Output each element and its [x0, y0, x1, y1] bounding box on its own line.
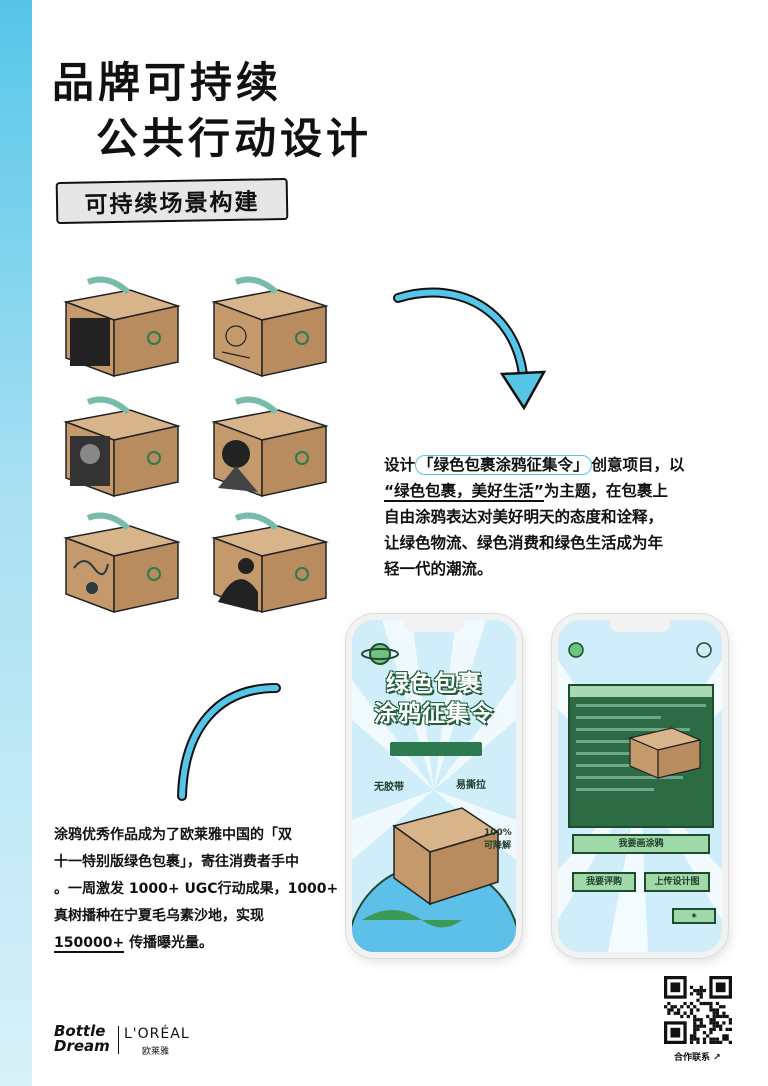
desc2-line2: 十一特别版绿色包裹」，寄往消费者手中: [54, 854, 299, 870]
qr-code-icon[interactable]: [664, 976, 732, 1044]
phone1-badge: [390, 742, 482, 756]
desc1-line3: 自由涂鸦表达对美好明天的态度和诠释，: [384, 508, 664, 526]
desc2-line4: 真树播种在宁夏毛乌素沙地，实现: [54, 908, 264, 924]
curved-arrow-icon: [393, 287, 547, 411]
eye-icon[interactable]: ◉: [672, 908, 716, 924]
phone1-label-degradable: 100% 可降解: [484, 828, 512, 851]
phone1-label-easy-tear: 易撕拉: [456, 780, 486, 791]
desc2-exposure-count: 150000+: [54, 935, 125, 953]
desc2-line1: 涂鸦优秀作品成为了欧莱雅中国的「双: [54, 827, 292, 843]
results-description: 涂鸦优秀作品成为了欧莱雅中国的「双 十一特别版绿色包裹」，寄往消费者手中 。一周…: [54, 822, 344, 957]
phone1-title-line2: 涂鸦征集令: [374, 701, 494, 727]
loreal-logo-cn: 欧莱雅: [142, 1047, 170, 1057]
desc1-line2-rest: 为主题，在包裹上: [543, 482, 668, 500]
upload-design-button[interactable]: 上传设计图: [644, 872, 710, 892]
phone2-box-illustration: [628, 727, 702, 779]
phone2-terminal-panel: [568, 684, 714, 828]
project-description: 设计「绿色包裹涂鸦征集令」创意项目，以 “绿色包裹，美好生活”为主题，在包裹上 …: [384, 452, 734, 582]
doodle-box-3: [63, 396, 181, 498]
logo-divider: [118, 1026, 119, 1054]
phone2-header-bar: [570, 686, 712, 697]
phone-mockup-campaign: 绿色包裹 涂鸦征集令 无胶带 易撕拉 100% 可降解: [346, 614, 522, 958]
bottle-dream-logo-line1: Bottle: [54, 1022, 106, 1040]
desc2-line5-rest: 传播曝光量。: [129, 935, 214, 951]
draw-doodle-button[interactable]: 我要画涂鸦: [572, 834, 710, 854]
desc2-line3: 。一周激发 1000+ UGC行动成果，1000+: [54, 881, 339, 897]
doodle-box-5: [63, 512, 181, 614]
desc1-suffix: 创意项目，以: [591, 456, 685, 474]
phone1-title-line1: 绿色包裹: [386, 671, 482, 697]
phone-mockup-upload: 我要画涂鸦 我要评购 上传设计图 ◉: [552, 614, 728, 958]
bottle-dream-logo-line2: Dream: [54, 1037, 110, 1055]
curved-line-decoration: [177, 683, 281, 801]
doodle-box-2: [211, 276, 329, 378]
desc1-line4: 让绿色物流、绿色消费和绿色生活成为年: [384, 534, 664, 552]
doodle-box-4: [211, 396, 329, 498]
phone-notch: [610, 620, 670, 632]
section-tag-text: 可持续场景构建: [84, 189, 260, 219]
contact-label: 合作联系 ↗: [674, 1053, 721, 1063]
doodle-box-1: [63, 276, 181, 378]
evaluate-button[interactable]: 我要评购: [572, 872, 636, 892]
desc1-prefix: 设计: [384, 456, 416, 474]
phone1-label-no-tape: 无胶带: [374, 782, 404, 793]
doodle-box-6: [211, 512, 329, 614]
loreal-logo: L'ORÉAL: [124, 1026, 190, 1042]
phone1-artwork: [352, 620, 516, 952]
bottle-dream-logo: Bottle Dream: [54, 1024, 110, 1054]
desc1-project-name: 「绿色包裹涂鸦征集令」: [415, 455, 592, 475]
left-gradient-edge: [0, 0, 32, 1086]
section-tag: 可持续场景构建: [55, 177, 289, 225]
desc1-theme: “绿色包裹，美好生活”: [384, 482, 544, 502]
page-title-line1: 品牌可持续: [52, 58, 283, 107]
phone-notch: [404, 620, 464, 632]
desc1-line5: 轻一代的潮流。: [384, 560, 493, 578]
page-title-line2: 公共行动设计: [96, 114, 373, 163]
